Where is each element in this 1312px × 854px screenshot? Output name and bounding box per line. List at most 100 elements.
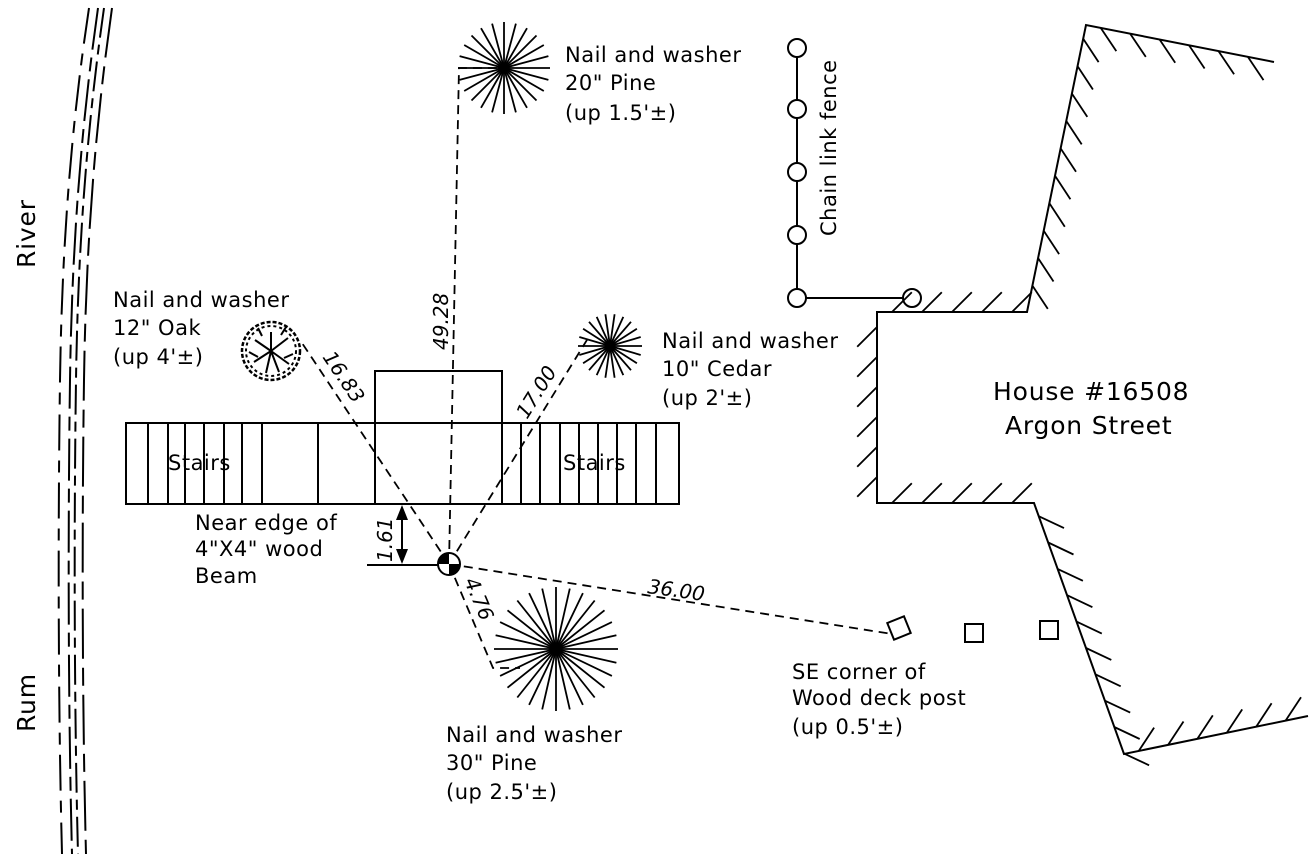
beam-label-line1: Near edge of — [195, 511, 337, 535]
pine30-label-line3: (up 2.5'±) — [446, 780, 557, 804]
distance-to-pine30: 4.76 — [459, 574, 498, 624]
tree-branch — [516, 648, 557, 699]
cedar10-label-line1: Nail and washer — [662, 329, 838, 353]
hatch-tick — [1247, 56, 1265, 81]
tree-branch — [579, 345, 611, 356]
chain-link-fence — [787, 38, 922, 308]
hatch-tick — [1129, 33, 1147, 58]
hatch-tick — [1076, 620, 1103, 635]
oak-12-tree-icon — [240, 320, 302, 382]
distance-to-deck-post: 36.00 — [646, 574, 706, 606]
hatch-tick — [1011, 482, 1033, 504]
tree-branch — [555, 648, 606, 689]
tree-branch — [609, 316, 625, 347]
tree-branch — [503, 23, 517, 69]
tree-branch — [609, 327, 638, 347]
tree-branch — [555, 648, 584, 706]
tree-branch — [459, 55, 505, 69]
hatch-tick — [1226, 708, 1243, 734]
tree-branch — [555, 588, 571, 650]
tree-branch — [503, 55, 549, 69]
oak12-label-line3: (up 4'±) — [113, 345, 203, 369]
stairs-left-label: Stairs — [168, 451, 231, 475]
tree-branch — [588, 321, 611, 347]
deck-post-label-line3: (up 0.5'±) — [792, 715, 903, 739]
oak12-label-line1: Nail and washer — [113, 288, 289, 312]
tree-branch — [555, 599, 596, 650]
tree-branch — [609, 345, 638, 365]
hatch-tick — [1123, 752, 1150, 767]
tree-branch — [609, 336, 641, 347]
hatch-tick — [1104, 699, 1131, 714]
stairs-right — [520, 423, 657, 504]
deck-posts — [885, 614, 1059, 643]
hatch-tick — [1047, 541, 1074, 556]
distance-to-pine20: 49.28 — [429, 293, 453, 350]
tree-branch — [503, 67, 517, 113]
tree-branch — [491, 67, 505, 113]
hatch-tick — [1054, 175, 1072, 200]
tree-branch — [609, 321, 632, 347]
river-label-top: River — [12, 199, 41, 268]
hatch-tick — [921, 482, 943, 504]
hatch-tick — [891, 291, 913, 313]
hatch-tick — [1065, 120, 1083, 145]
deck-post-label-line2: Wood deck post — [792, 686, 966, 710]
river-bank-lines — [57, 7, 113, 854]
tie-lines — [299, 67, 893, 669]
hatch-tick — [1057, 568, 1084, 582]
tree-branch — [555, 609, 606, 650]
tree-branch — [495, 648, 557, 664]
tree-branch — [470, 34, 505, 69]
tree-branch — [528, 592, 557, 650]
tree-branch — [528, 648, 557, 706]
tree-branch — [503, 34, 538, 69]
pine30-label-line2: 30" Pine — [446, 751, 537, 775]
cedar10-label-line2: 10" Cedar — [662, 357, 772, 381]
hatch-tick — [1113, 726, 1141, 740]
hatch-tick — [1082, 38, 1100, 63]
tree-branch — [604, 314, 611, 347]
tree-branch — [503, 44, 545, 69]
hatch-tick — [1071, 93, 1089, 118]
tree-branch — [541, 648, 557, 710]
hatch-tick — [1085, 647, 1112, 661]
tree-branch — [503, 27, 528, 69]
control-point-icon — [437, 552, 461, 576]
pine-20-tree-icon — [458, 22, 550, 114]
tree-branch — [555, 648, 571, 710]
hatch-tick — [1031, 285, 1049, 310]
tree-branch — [491, 23, 505, 69]
hatch-tick — [1137, 727, 1155, 752]
tree-branch — [495, 634, 557, 650]
tree-branch — [609, 345, 641, 356]
tree-branch — [463, 67, 505, 92]
stairs-left — [147, 423, 319, 504]
tree-branch — [463, 44, 505, 69]
tree-branch — [555, 621, 613, 650]
tree-branch — [555, 648, 617, 664]
tree-branch — [582, 327, 611, 347]
tree-branch — [459, 67, 505, 81]
hatch-tick — [1037, 257, 1055, 282]
hatch-tick — [981, 291, 1003, 313]
tree-branch — [595, 316, 611, 347]
tree-branch — [588, 345, 611, 371]
tree-branch — [516, 599, 557, 650]
tree-branch — [480, 67, 505, 109]
hatch-tick — [1158, 38, 1176, 64]
hatch-tick — [1076, 65, 1094, 90]
distance-to-beam: 1.61 — [373, 517, 397, 562]
beam-dimension — [367, 505, 438, 566]
hatch-tick — [1042, 230, 1060, 255]
cedar10-label-line3: (up 2'±) — [662, 386, 752, 410]
pine-30-tree-icon — [494, 587, 618, 711]
tree-branch — [555, 648, 596, 699]
fence-label: Chain link fence — [817, 59, 841, 236]
hatch-tick — [856, 326, 878, 348]
tree-branch — [503, 67, 528, 109]
hatch-tick — [1196, 714, 1214, 740]
hatch-tick — [856, 356, 878, 378]
tree-branch — [555, 592, 584, 650]
